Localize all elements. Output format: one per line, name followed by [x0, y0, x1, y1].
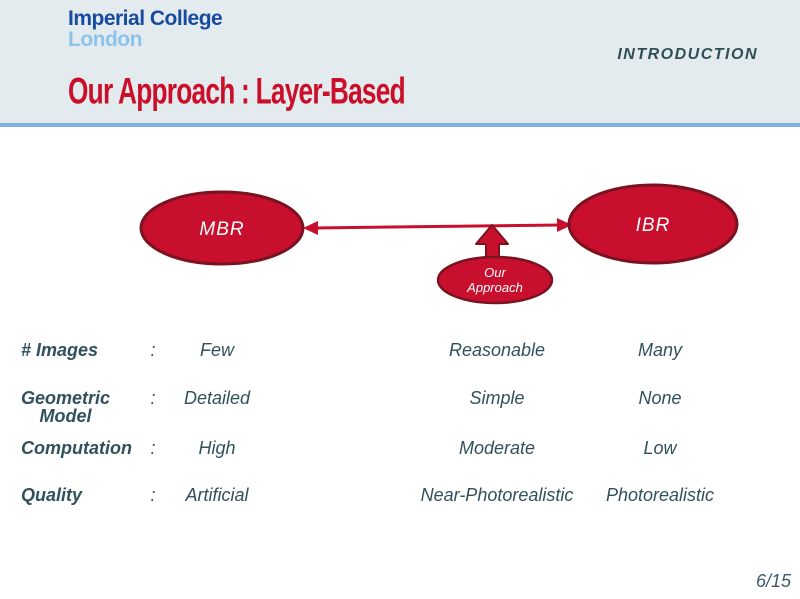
row-label: Geometric Model [21, 389, 110, 425]
row-value-ibr: Many [637, 340, 682, 360]
row-value-middle: Near-Photorealistic [420, 485, 574, 505]
row-label-line1: Geometric [21, 388, 111, 408]
double-arrow-line [313, 223, 561, 230]
page-number: 6/15 [755, 571, 791, 591]
our-approach-ellipse [436, 255, 554, 305]
row-colon: : [150, 485, 156, 505]
row-colon: : [150, 388, 156, 408]
row-value-ibr: None [638, 388, 682, 408]
row-value-ibr: Low [643, 438, 677, 458]
row-label: # Images [21, 340, 99, 360]
header-band [0, 0, 800, 123]
row-label-line2: Model [39, 406, 92, 426]
row-colon: : [150, 438, 156, 458]
row-value-mbr: Artificial [185, 485, 249, 505]
row-value-ibr: Photorealistic [605, 485, 715, 505]
row-value-mbr: High [198, 438, 236, 458]
logo-line1: Imperial College [68, 7, 223, 30]
ibr-label: IBR [636, 215, 671, 236]
logo-line2: London [68, 28, 142, 51]
double-arrow-right-head [557, 218, 572, 232]
our-approach-label-line2: Approach [466, 280, 523, 295]
row-colon: : [150, 340, 156, 360]
layer-diagram: MBR IBR Our Approach [139, 183, 739, 305]
double-arrow-left-head [303, 221, 318, 235]
ibr-ellipse [567, 183, 739, 265]
row-label: Quality [21, 485, 83, 505]
header-separator-line [0, 123, 800, 127]
mbr-ellipse [139, 190, 305, 266]
row-value-middle: Simple [469, 388, 525, 408]
row-value-middle: Reasonable [448, 340, 546, 360]
row-value-mbr: Detailed [183, 388, 251, 408]
row-label: Computation [21, 438, 132, 458]
our-approach-label-line1: Our [484, 265, 506, 280]
imperial-college-logo: Imperial College London [68, 7, 223, 51]
mbr-label: MBR [199, 219, 244, 240]
slide-title: Our Approach : Layer-Based [68, 71, 406, 112]
row-value-middle: Moderate [458, 438, 536, 458]
row-value-mbr: Few [199, 340, 234, 360]
section-label: INTRODUCTION [617, 46, 758, 63]
